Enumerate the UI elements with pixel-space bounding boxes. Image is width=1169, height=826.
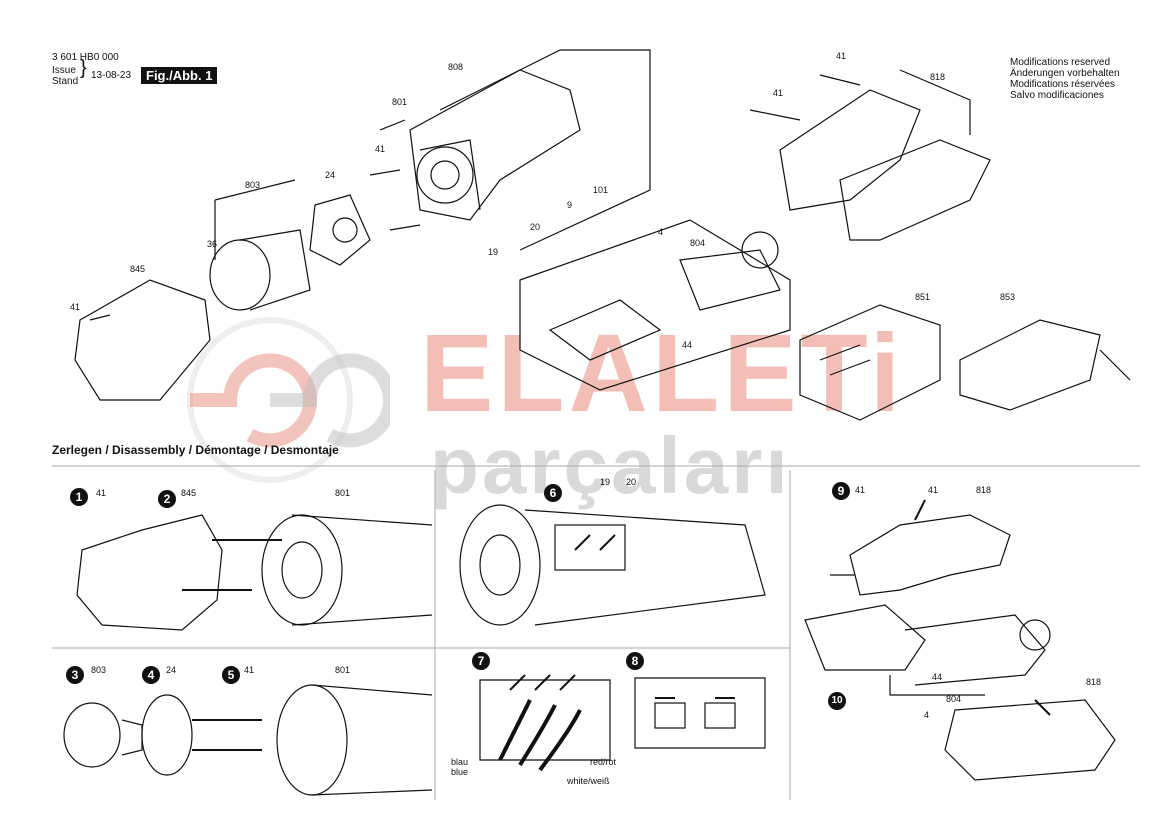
step-9-drawing	[830, 499, 1011, 596]
wire-blau-label: blau	[451, 757, 469, 767]
step-10-label-804: 804	[946, 694, 962, 704]
wire-white-label: white/weiß	[567, 776, 610, 786]
label-44: 44	[682, 340, 692, 350]
note-en: Modifications reserved	[1010, 57, 1111, 68]
step-6-label-20: 20	[626, 477, 637, 487]
label-4: 4	[658, 227, 663, 237]
label-41c: 41	[836, 51, 846, 61]
step-6-badge: 6	[544, 484, 562, 502]
label-808: 808	[448, 62, 463, 72]
step-3-badge: 3	[66, 666, 84, 684]
step-4-label-24: 24	[166, 665, 177, 675]
step-10-badge: 10	[828, 692, 846, 710]
step-8-drawing	[634, 677, 766, 749]
watermark-gear-icon	[187, 317, 390, 483]
step-2-label-801: 801	[335, 488, 351, 498]
stand-label: Stand	[52, 76, 79, 87]
step-9-label-41b: 41	[928, 485, 939, 495]
step-1-badge: 1	[70, 488, 88, 506]
step-1-label-41: 41	[96, 488, 107, 498]
step-3-label-803: 803	[91, 665, 107, 675]
watermark-brand-text: ELALETi	[420, 312, 905, 435]
step-7-badge: 7	[472, 652, 490, 670]
disassembly-title: Zerlegen / Disassembly / Démontage / Des…	[52, 443, 339, 457]
step-10-drawing	[804, 604, 1116, 781]
step-10-label-4: 4	[924, 710, 930, 720]
label-851: 851	[915, 292, 930, 302]
step-1-2-drawing	[76, 514, 432, 631]
issue-date: 13-08-23	[91, 70, 132, 81]
step-6-drawing	[459, 504, 766, 626]
step-10-label-44: 44	[932, 672, 943, 682]
note-es: Salvo modificaciones	[1010, 90, 1104, 101]
step-5-label-801: 801	[335, 665, 351, 675]
label-804: 804	[690, 238, 705, 248]
label-801: 801	[392, 97, 407, 107]
note-de: Änderungen vorbehalten	[1010, 68, 1120, 79]
step-5-badge: 5	[222, 666, 240, 684]
doc-number: 3 601 HB0 000	[52, 52, 119, 63]
brace-icon: }	[80, 57, 87, 79]
step-2-badge: 2	[158, 490, 176, 508]
wire-red-label: red/rot	[590, 757, 617, 767]
label-41b: 41	[70, 302, 80, 312]
step-5-label-41: 41	[244, 665, 255, 675]
label-845: 845	[130, 264, 145, 274]
figure-label: Fig./Abb. 1	[141, 67, 218, 84]
wire-blue-label: blue	[451, 767, 469, 777]
label-9: 9	[567, 200, 572, 210]
step-9-label-818: 818	[976, 485, 992, 495]
label-818: 818	[930, 72, 945, 82]
note-fr: Modifications réservées	[1010, 79, 1116, 90]
step-10-label-818: 818	[1086, 677, 1102, 687]
label-803: 803	[245, 180, 260, 190]
step-6-label-19: 19	[600, 477, 611, 487]
step-7-drawing	[479, 674, 611, 772]
step-3-5-drawing	[63, 684, 432, 796]
label-36: 36	[207, 239, 217, 249]
label-20: 20	[530, 222, 540, 232]
label-101: 101	[593, 185, 608, 195]
step-4-badge: 4	[142, 666, 160, 684]
modifications-notes: Modifications reserved Änderungen vorbeh…	[1010, 57, 1120, 101]
step-9-badge: 9	[832, 482, 850, 500]
label-41d: 41	[773, 88, 783, 98]
label-41a: 41	[375, 144, 385, 154]
step-8-badge: 8	[626, 652, 644, 670]
label-19: 19	[488, 247, 498, 257]
label-853: 853	[1000, 292, 1015, 302]
exploded-view-drawing: 808 801 41 24 803 36 845 41 9 101 19 20 …	[70, 49, 1131, 421]
step-2-label-845: 845	[181, 488, 197, 498]
issue-label: Issue	[52, 65, 76, 76]
step-9-label-41a: 41	[855, 485, 866, 495]
label-24: 24	[325, 170, 335, 180]
